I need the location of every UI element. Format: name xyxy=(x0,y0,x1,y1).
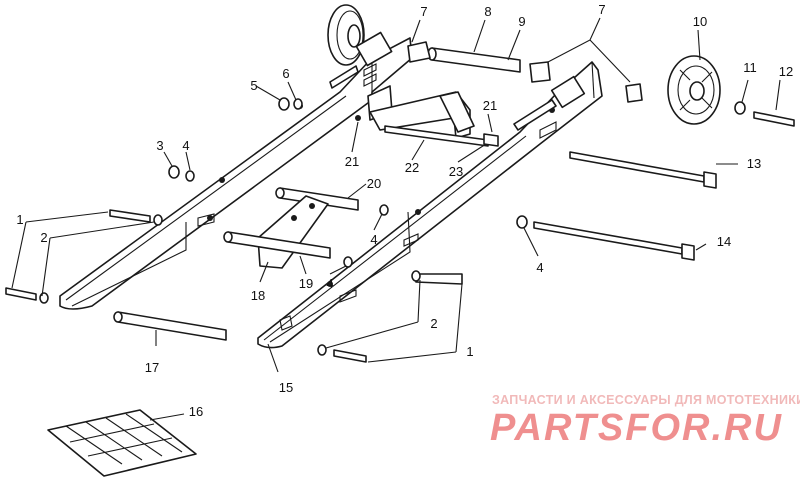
nut-3 xyxy=(168,165,180,179)
callout-22: 22 xyxy=(405,160,419,175)
callout-18: 18 xyxy=(251,288,265,303)
nut-5 xyxy=(278,97,290,111)
bolt-1-right-upper xyxy=(411,270,463,285)
tube-17 xyxy=(113,311,227,341)
bolt-12 xyxy=(753,111,795,127)
callout-4-low: 4 xyxy=(326,276,333,291)
callout-21-left: 21 xyxy=(345,154,359,169)
bolt-1-lower-right xyxy=(317,344,367,363)
callout-16: 16 xyxy=(189,404,203,419)
callout-2-right: 2 xyxy=(430,316,437,331)
washer-4-b xyxy=(379,204,389,216)
cross-shaft-8 xyxy=(427,47,521,73)
washer-4-a xyxy=(185,170,195,182)
washer-11 xyxy=(734,101,746,115)
bracket-18 xyxy=(257,195,329,269)
shaft-20 xyxy=(275,187,359,211)
callout-20: 20 xyxy=(367,176,381,191)
bushing-23 xyxy=(483,133,499,147)
callout-4-top: 4 xyxy=(182,138,189,153)
pivot-arm xyxy=(369,91,489,147)
callout-10: 10 xyxy=(693,14,707,29)
spacer-7-right xyxy=(529,61,551,83)
callout-13: 13 xyxy=(747,156,761,171)
callout-14: 14 xyxy=(717,234,731,249)
bolt-rear-left xyxy=(329,65,359,89)
callout-1-right: 1 xyxy=(466,344,473,359)
callout-19: 19 xyxy=(299,276,313,291)
callout-7-right: 7 xyxy=(598,2,605,17)
bolt-13 xyxy=(569,151,717,189)
bolt-rear-right xyxy=(513,99,557,131)
shaft-19 xyxy=(223,231,331,259)
track-clip-16 xyxy=(47,409,197,477)
spacer-7-left xyxy=(407,41,431,63)
spacer-7-far xyxy=(625,83,643,103)
callout-8: 8 xyxy=(484,4,491,19)
callout-4-right: 4 xyxy=(536,260,543,275)
washer-4-d xyxy=(343,256,353,268)
callout-6: 6 xyxy=(282,66,289,81)
watermark: ЗАПЧАСТИ И АКСЕССУАРЫ ДЛЯ МОТОТЕХНИКИ PA… xyxy=(490,393,800,449)
callout-9: 9 xyxy=(518,14,525,29)
bolt-1-lower-left xyxy=(5,287,49,304)
callout-5: 5 xyxy=(250,78,257,93)
callout-3: 3 xyxy=(156,138,163,153)
callout-17: 17 xyxy=(145,360,159,375)
callout-21-right: 21 xyxy=(483,98,497,113)
callout-23: 23 xyxy=(449,164,463,179)
leader-lines xyxy=(11,17,781,421)
callout-15: 15 xyxy=(279,380,293,395)
washer-6 xyxy=(293,98,303,110)
bolt-14 xyxy=(516,215,695,261)
callout-4-mid: 4 xyxy=(370,232,377,247)
callout-numbers: 7 8 9 7 10 11 12 5 6 21 21 3 4 22 23 13 … xyxy=(16,2,793,419)
callout-2-left: 2 xyxy=(40,230,47,245)
callout-7-left: 7 xyxy=(420,4,427,19)
idler-wheel-10 xyxy=(667,55,721,125)
callout-11: 11 xyxy=(743,60,757,75)
rail-left xyxy=(59,31,413,310)
callout-12: 12 xyxy=(779,64,793,79)
watermark-logo: PARTSFOR.RU xyxy=(490,407,783,449)
bolt-1-upper-left xyxy=(109,209,163,226)
watermark-tagline: ЗАПЧАСТИ И АКСЕССУАРЫ ДЛЯ МОТОТЕХНИКИ xyxy=(492,393,800,407)
callout-1-left: 1 xyxy=(16,212,23,227)
idler-wheel-rear xyxy=(327,4,365,66)
